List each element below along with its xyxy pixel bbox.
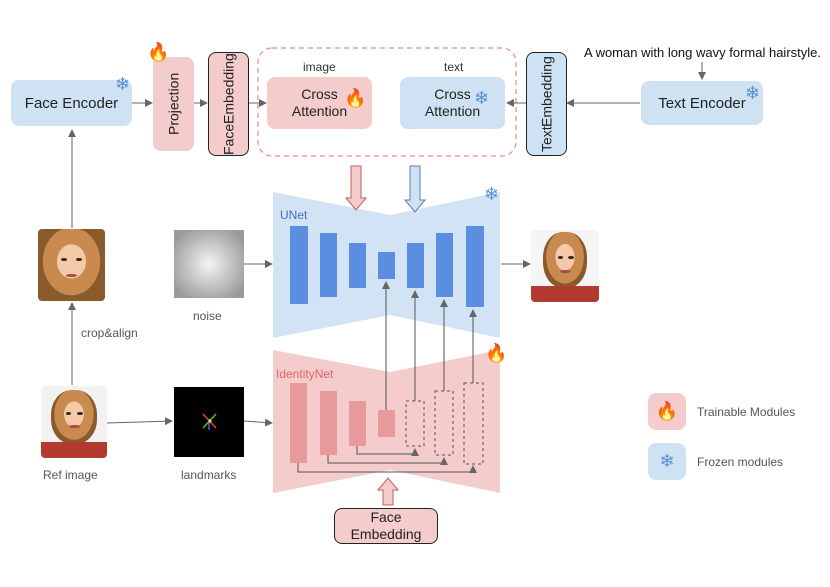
skip-connection-3	[356, 446, 419, 456]
snowflake-icon: ❄	[115, 74, 131, 94]
face-embedding-top-line1: Face	[220, 123, 237, 155]
text-embedding-box: Text Embedding	[526, 52, 567, 156]
snowflake-icon: ❄	[745, 83, 761, 103]
unet-block-2	[320, 233, 337, 297]
cross-attention-image-line1: Cross	[301, 86, 338, 102]
text-attention-arrow	[403, 165, 427, 213]
image-label: image	[303, 60, 336, 74]
text-embedding-line1: Text	[538, 126, 555, 153]
skip-connection-2	[327, 455, 448, 465]
face-encoder-label: Face Encoder	[24, 94, 119, 112]
legend-frozen-label: Frozen modules	[697, 455, 784, 469]
cross-attention-text-line2: Attention	[424, 103, 481, 119]
identitynet-label: IdentityNet	[276, 367, 334, 381]
noise-label: noise	[193, 309, 222, 323]
fire-icon: 🔥	[485, 343, 508, 363]
face-embedding-bottom-line1: Face	[370, 509, 402, 525]
face-embedding-top-line2: Embedding	[220, 53, 237, 124]
unet-block-7	[466, 226, 484, 307]
arrow-ref-to-landmarks	[105, 417, 173, 426]
legend-trainable-label: Trainable Modules	[697, 405, 796, 419]
face-encoder-box: Face Encoder	[11, 80, 132, 126]
unet-block-5	[407, 243, 424, 288]
identitynet-block-3	[349, 401, 366, 446]
cross-attention-text-box: Cross Attention	[400, 77, 505, 129]
ref-image-label: Ref image	[43, 468, 98, 482]
fire-icon: 🔥	[344, 88, 367, 108]
legend-trainable-swatch: 🔥	[648, 393, 686, 430]
cross-attention-image-box: Cross Attention	[267, 77, 372, 129]
snowflake-icon: ❄	[659, 451, 675, 471]
identitynet-block-4	[378, 410, 395, 437]
unet-block-6	[436, 233, 453, 297]
text-label: text	[444, 60, 464, 74]
identitynet-block-2	[320, 391, 337, 455]
text-encoder-box: Text Encoder	[641, 81, 763, 125]
face-embedding-up-arrow	[376, 477, 400, 506]
prompt-text: A woman with long wavy formal hairstyle.	[584, 45, 821, 60]
noise-image	[174, 230, 244, 298]
identitynet-block-1	[290, 383, 307, 463]
face-embedding-bottom-box: Face Embedding	[334, 508, 438, 544]
landmarks-label: landmarks	[181, 468, 237, 482]
unet-label: UNet	[280, 208, 308, 222]
projection-label: Projection	[165, 72, 182, 136]
text-embedding-line2: Embedding	[538, 55, 555, 127]
snowflake-icon: ❄	[484, 184, 500, 204]
image-attention-arrow	[344, 165, 368, 211]
identitynet-dashed-block-7	[463, 382, 484, 465]
fire-icon: 🔥	[147, 42, 170, 62]
face-embedding-bottom-line2: Embedding	[350, 526, 422, 542]
unet-block-1	[290, 226, 308, 304]
unet-block-3	[349, 243, 366, 288]
ref-image-photo	[41, 386, 107, 458]
cropped-face-photo	[38, 229, 105, 301]
unet-block-4	[378, 252, 395, 279]
output-image-photo	[531, 230, 599, 302]
crop-align-label: crop&align	[81, 326, 138, 340]
cross-attention-text-line1: Cross	[434, 86, 471, 102]
skip-connection-1	[297, 463, 477, 473]
landmark-dot	[208, 419, 212, 423]
cross-attention-image-line2: Attention	[291, 103, 348, 119]
arrow-landmarks-to-identity	[243, 418, 273, 427]
legend-frozen-swatch: ❄	[648, 443, 686, 480]
snowflake-icon: ❄	[474, 88, 490, 108]
attention-container	[257, 47, 517, 157]
projection-box: Projection	[153, 57, 194, 151]
fire-icon: 🔥	[655, 401, 679, 421]
text-encoder-label: Text Encoder	[658, 94, 746, 112]
face-embedding-top-box: Face Embedding	[208, 52, 249, 156]
